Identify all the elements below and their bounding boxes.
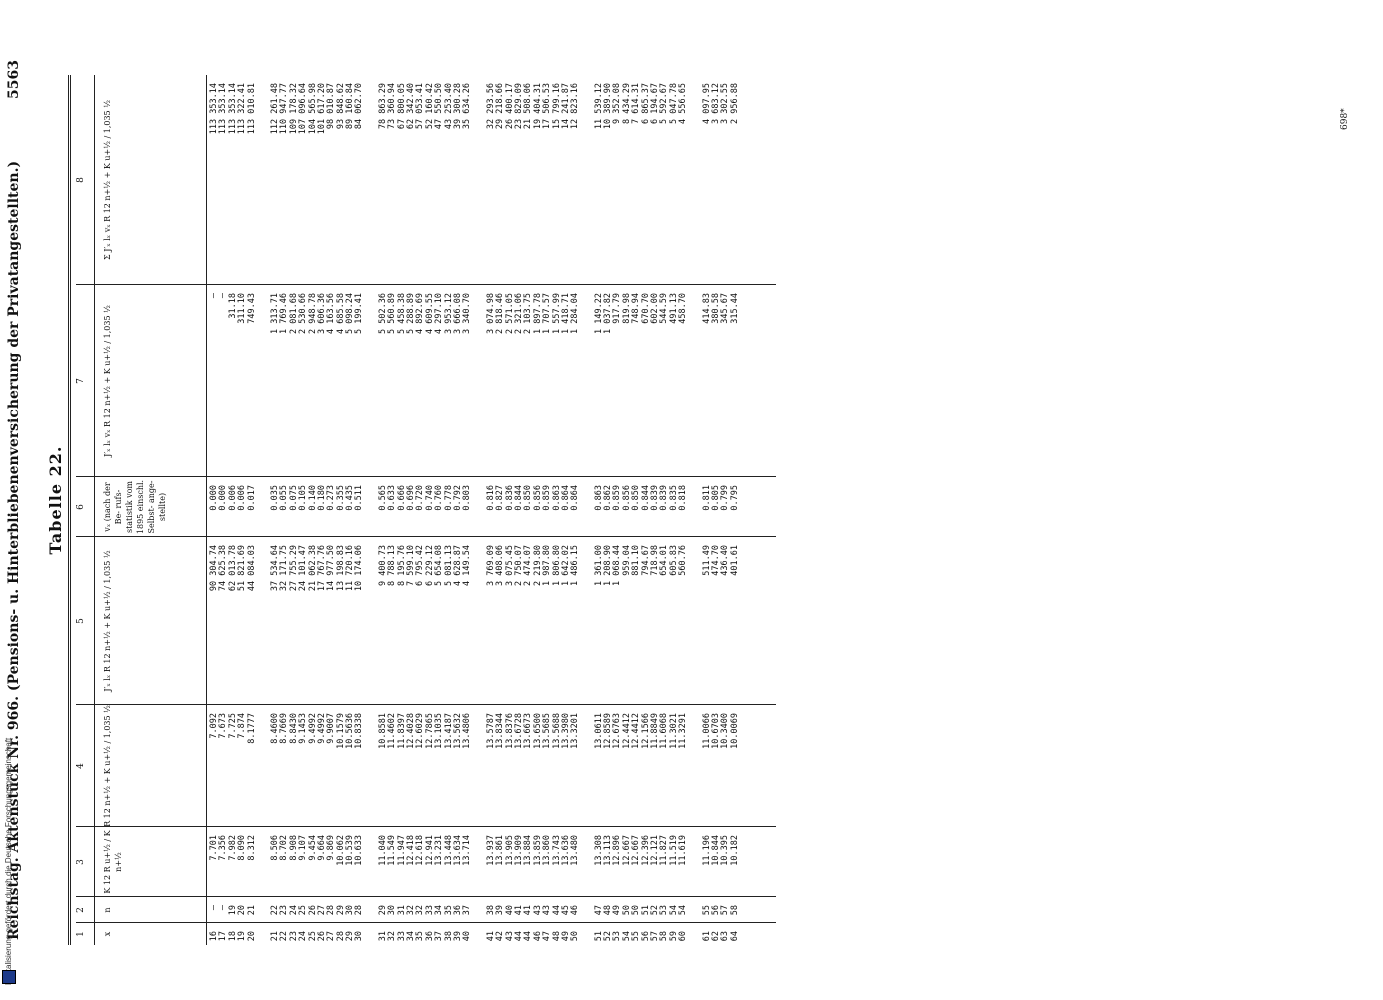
table-cell: 64	[729, 931, 740, 942]
column-number-1: 1	[76, 931, 86, 937]
table-cell: —	[209, 293, 219, 299]
column-divider	[76, 896, 776, 897]
table-title: Tabelle 22.	[46, 445, 65, 555]
row-gap	[365, 75, 379, 945]
table-cell: 0.864	[570, 485, 581, 511]
column-header-5: J′ₓ lₓ R 12 n+½ + K u+½ / 1,035 ½	[103, 550, 112, 692]
table-cell: 10.0069	[729, 713, 740, 749]
table-row: 20 21 8.312 8.1777 44 084.03 0.017 749.43 113 0…	[246, 75, 257, 945]
table-cell: 4 556.65	[678, 83, 689, 124]
table-row: 60 54 11.619 11.3291 560.76 0.818 458.70 4 556.…	[678, 75, 689, 945]
table-row: 50 46 13.480 13.3201 1 486.15 0.864 1 284.04 12…	[570, 75, 581, 945]
table-cell: 0.511	[354, 485, 365, 511]
page-mark: 698*	[1340, 108, 1350, 130]
column-divider	[76, 704, 776, 705]
table-cell: 58	[729, 905, 740, 916]
column-divider	[76, 826, 776, 827]
table-cell: 0.818	[678, 485, 689, 511]
column-divider	[76, 284, 776, 285]
table-top-rule	[68, 75, 71, 945]
table-cell: 315.44	[729, 293, 740, 324]
table-row: 30 28 10.633 10.8338 10 174.06 0.511 5 199.41 8…	[354, 75, 365, 945]
table-cell: 4 149.54	[462, 545, 473, 586]
table-cell: 560.76	[678, 545, 689, 576]
table-cell: 13.714	[462, 835, 473, 866]
table-cell: 10.182	[729, 835, 740, 866]
table-cell: 113 010.81	[246, 83, 257, 135]
table-cell: 8.1777	[246, 713, 257, 744]
row-gap	[581, 75, 595, 945]
column-divider	[76, 536, 776, 537]
table-cell: 21	[246, 905, 257, 916]
table-cell: 11.619	[678, 835, 689, 866]
column-divider	[76, 476, 776, 477]
table-cell: 30	[354, 931, 365, 942]
table-cell: 35 634.26	[462, 83, 473, 130]
table-cell: 10.8338	[354, 713, 365, 749]
dfg-logo-icon	[2, 970, 16, 984]
column-number-2: 2	[76, 907, 86, 913]
table-cell: 40	[462, 931, 473, 942]
column-number-3: 3	[76, 859, 86, 865]
column-header-2: n	[103, 907, 112, 913]
row-gap	[689, 75, 703, 945]
table-cell: 13.480	[570, 835, 581, 866]
table-cell: 5 199.41	[354, 293, 365, 334]
digitization-note: Digitalisierung gefördert durch die Deut…	[4, 737, 13, 985]
table-cell: 0.803	[462, 485, 473, 511]
table-cell: 60	[678, 931, 689, 942]
table-cell: 20	[246, 931, 257, 942]
table-cell: 1 486.15	[570, 545, 581, 586]
table-cell: 3 340.70	[462, 293, 473, 334]
table-cell: 50	[570, 931, 581, 942]
table-cell: —	[218, 293, 229, 299]
table-cell: 0.795	[729, 485, 740, 511]
column-number-7: 7	[76, 378, 86, 384]
table-cell: 44 084.03	[246, 545, 257, 592]
table-cell: 10.633	[354, 835, 365, 866]
table-cell: 458.70	[678, 293, 689, 324]
column-header-3: K 12 R u+½ / K n+½	[103, 830, 123, 894]
table-cell: 84 062.70	[354, 83, 365, 130]
column-header-4: R 12 n+½ + K u+½ / 1,035 ½	[103, 705, 112, 827]
table-row: 64 58 10.182 10.0069 401.61 0.795 315.44 2 956.…	[729, 75, 740, 945]
table-cell: 10 174.06	[354, 545, 365, 592]
table-cell: 46	[570, 905, 581, 916]
column-number-5: 5	[76, 618, 86, 624]
column-header-6: vₓ (nach der Be- rufs- statistik vom 189…	[103, 479, 167, 535]
column-number-8: 8	[76, 177, 86, 183]
table-cell: 1 284.04	[570, 293, 581, 334]
table-cell: 2 956.88	[729, 83, 740, 124]
table-cell: 401.61	[729, 545, 740, 576]
table-cell: 37	[462, 905, 473, 916]
row-gap	[473, 75, 487, 945]
table-cell: 0.017	[246, 485, 257, 511]
column-header-7: J′ₓ lₓ vₓ R 12 n+½ + K u+½ / 1,035 ½	[103, 305, 112, 457]
table-cell: 8.312	[246, 835, 257, 861]
column-number-4: 4	[76, 763, 86, 769]
column-divider	[76, 922, 776, 923]
table-cell: 13.4806	[462, 713, 473, 749]
column-header-8: Σ J′ₓ lₓ vₓ R 12 n+½ + K u+½ / 1,035 ½	[103, 100, 112, 260]
header-page-number: 5563	[6, 60, 22, 99]
table-cell: 28	[354, 905, 365, 916]
table-cell: 13.3201	[570, 713, 581, 749]
table-cell: 11.3291	[678, 713, 689, 749]
column-number-6: 6	[76, 504, 86, 510]
table-cell: 12 823.16	[570, 83, 581, 130]
table-cell: 749.43	[246, 293, 257, 324]
row-gap	[257, 75, 271, 945]
column-header-1: x	[103, 931, 112, 937]
table-cell: 54	[678, 905, 689, 916]
column-header-row: x n K 12 R u+½ / K n+½ R 12 n+½ + K u+½ / 1…	[96, 75, 207, 945]
column-number-row: 1 2 3 4 5 6 7 8	[76, 75, 95, 945]
table-row: 40 37 13.714 13.4806 4 149.54 0.803 3 340.70 35…	[462, 75, 473, 945]
